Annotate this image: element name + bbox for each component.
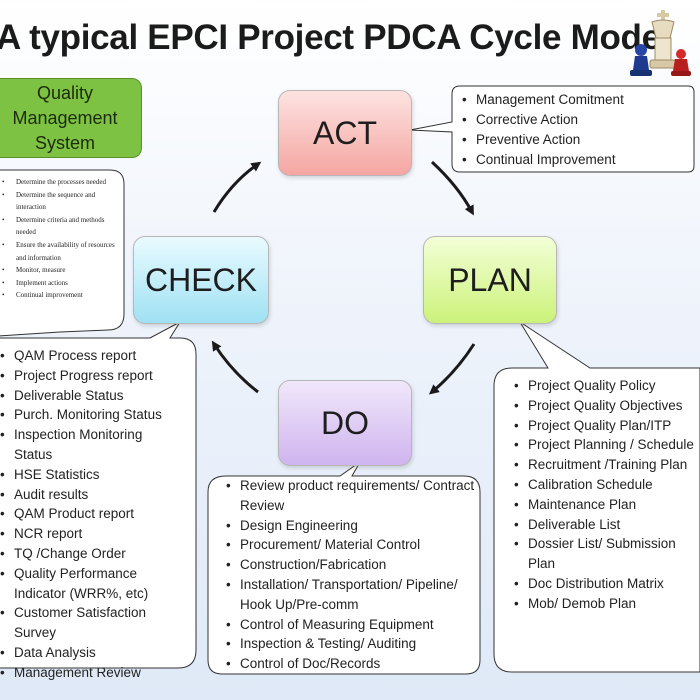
arrow-act-to-plan <box>430 160 474 216</box>
list-item: QAM Process report <box>0 346 184 366</box>
list-item: Preventive Action <box>458 130 698 150</box>
list-item: Control of Doc/Records <box>222 654 482 674</box>
list-item: Continual improvement <box>0 289 118 302</box>
plan-node: PLAN <box>423 236 557 324</box>
list-item: Ensure the availability of resources and… <box>0 239 118 264</box>
list-item: Recruitment /Training Plan <box>510 455 700 475</box>
diagram-title: A typical EPCI Project PDCA Cycle Model <box>0 18 671 57</box>
list-item: Design Engineering <box>222 516 482 536</box>
list-item: Data Analysis <box>0 643 184 663</box>
list-item: Monitor, measure <box>0 264 118 277</box>
check-node: CHECK <box>133 236 269 324</box>
act-node: ACT <box>278 90 412 176</box>
list-item: Inspection Monitoring Status <box>0 425 184 465</box>
list-item: Control of Measuring Equipment <box>222 615 482 635</box>
arrow-check-to-act <box>212 161 262 213</box>
list-item: Implement actions <box>0 277 118 290</box>
act-list: Management Comitment Corrective Action P… <box>458 90 698 170</box>
list-item: Procurement/ Material Control <box>222 535 482 555</box>
list-item: Deliverable List <box>510 515 700 535</box>
list-item: Doc Distribution Matrix <box>510 574 700 594</box>
do-list: Review product requirements/ Contract Re… <box>222 476 482 674</box>
list-item: Determine criteria and methods needed <box>0 214 118 239</box>
list-item: Quality Performance Indicator (WRR%, etc… <box>0 564 184 604</box>
do-label: DO <box>321 404 369 441</box>
list-item: Inspection & Testing/ Auditing <box>222 634 482 654</box>
plan-list: Project Quality Policy Project Quality O… <box>510 376 700 614</box>
list-item: HSE Statistics <box>0 465 184 485</box>
act-label: ACT <box>313 114 377 151</box>
do-node: DO <box>278 380 412 466</box>
list-item: NCR report <box>0 524 184 544</box>
list-item: TQ /Change Order <box>0 544 184 564</box>
list-item: Audit results <box>0 485 184 505</box>
qms-box: Quality Management System <box>0 78 142 158</box>
list-item: Purch. Monitoring Status <box>0 405 184 425</box>
chess-pieces-icon <box>630 10 691 76</box>
list-item: Customer Satisfaction Survey <box>0 603 184 643</box>
list-item: Continual Improvement <box>458 150 698 170</box>
list-item: QAM Product report <box>0 504 184 524</box>
list-item: Project Quality Policy <box>510 376 700 396</box>
list-item: Deliverable Status <box>0 386 184 406</box>
arrow-plan-to-do <box>428 343 476 395</box>
list-item: Project Progress report <box>0 366 184 386</box>
qms-list: Determine the processes needed Determine… <box>0 176 118 302</box>
list-item: Determine the processes needed <box>0 176 118 189</box>
list-item: Calibration Schedule <box>510 475 700 495</box>
list-item: Mob/ Demob Plan <box>510 594 700 614</box>
check-list: QAM Process report Project Progress repo… <box>0 346 184 683</box>
list-item: Management Review <box>0 663 184 683</box>
list-item: Construction/Fabrication <box>222 555 482 575</box>
list-item: Corrective Action <box>458 110 698 130</box>
arrow-do-to-check <box>211 340 259 394</box>
list-item: Determine the sequence and interaction <box>0 189 118 214</box>
qms-label: Quality Management System <box>12 82 118 153</box>
list-item: Maintenance Plan <box>510 495 700 515</box>
plan-label: PLAN <box>448 261 532 298</box>
list-item: Project Planning / Schedule <box>510 435 700 455</box>
list-item: Review product requirements/ Contract Re… <box>222 476 482 516</box>
list-item: Project Quality Objectives <box>510 396 700 416</box>
list-item: Installation/ Transportation/ Pipeline/ … <box>222 575 482 615</box>
check-label: CHECK <box>144 261 257 298</box>
list-item: Project Quality Plan/ITP <box>510 416 700 436</box>
list-item: Dossier List/ Submission Plan <box>510 534 700 574</box>
list-item: Management Comitment <box>458 90 698 110</box>
